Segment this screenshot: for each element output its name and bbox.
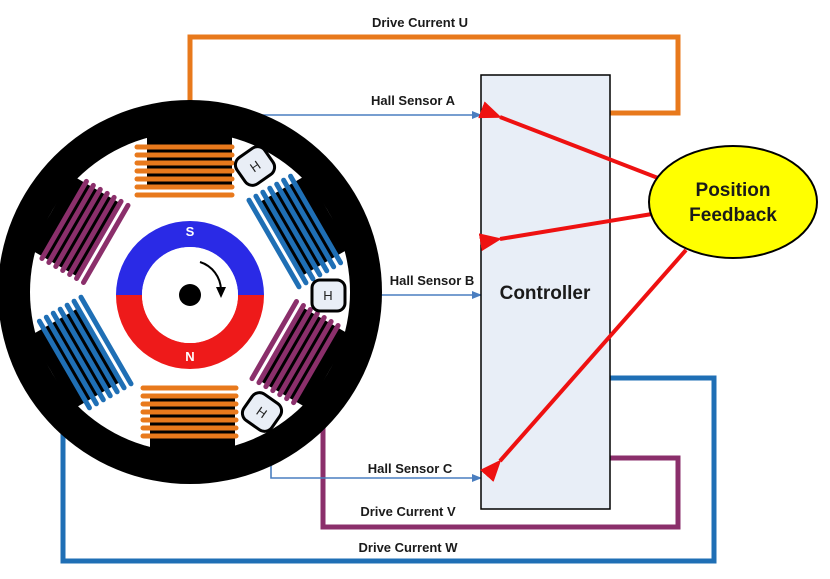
stator-pole-upper-left bbox=[29, 175, 131, 285]
hall-sensor-a: H bbox=[233, 145, 277, 187]
rotor-magnet: S N bbox=[116, 221, 264, 369]
rotor-south-half bbox=[116, 221, 264, 295]
hall-sensor-c: H bbox=[240, 391, 284, 433]
motor: S N H H H bbox=[0, 100, 382, 484]
drive-current-w-wire bbox=[60, 375, 717, 564]
stator-pole-upper-right bbox=[246, 173, 350, 290]
rotation-arrow-icon bbox=[199, 261, 222, 291]
coil-top-orange bbox=[134, 144, 235, 198]
feedback-arrow-to-hall-a bbox=[478, 101, 659, 180]
drive-current-v-label: Drive Current V bbox=[360, 504, 456, 519]
stator-pole-top bbox=[134, 132, 235, 198]
position-feedback-line1: Position bbox=[696, 180, 771, 201]
coil-upper-right-blue bbox=[246, 173, 344, 290]
position-feedback-bubble: Position Feedback bbox=[648, 145, 818, 259]
coil-upper-left-purple bbox=[39, 178, 131, 285]
feedback-arrow-to-hall-b bbox=[478, 212, 653, 252]
pole-label-n: N bbox=[185, 349, 194, 364]
pole-label-s: S bbox=[186, 224, 195, 239]
stator-pole-lower-right bbox=[249, 299, 351, 409]
coil-lower-left-blue bbox=[36, 294, 134, 411]
hall-sensor-b: H bbox=[310, 278, 347, 313]
rotor-north-half bbox=[116, 295, 264, 369]
controller-box bbox=[480, 74, 611, 510]
drive-current-w-label: Drive Current W bbox=[359, 540, 459, 555]
rotor-shaft bbox=[179, 284, 201, 306]
hall-sensor-a-label: Hall Sensor A bbox=[371, 93, 456, 108]
stator-pole-lower-left bbox=[30, 294, 134, 411]
hall-sensor-b-label: Hall Sensor B bbox=[390, 273, 475, 288]
feedback-arrow-to-hall-c bbox=[480, 248, 688, 482]
drive-current-v-wire bbox=[320, 392, 681, 530]
coil-bottom-orange bbox=[140, 385, 239, 439]
position-feedback-line2: Feedback bbox=[689, 205, 777, 226]
controller-label: Controller bbox=[500, 283, 591, 304]
hall-sensor-c-label: Hall Sensor C bbox=[368, 461, 453, 476]
drive-current-u-wire bbox=[187, 34, 681, 130]
stator-pole-bottom bbox=[140, 385, 239, 452]
coil-lower-right-purple bbox=[249, 299, 341, 406]
drive-current-u-label: Drive Current U bbox=[372, 15, 468, 30]
hall-symbol-b: H bbox=[323, 288, 332, 303]
